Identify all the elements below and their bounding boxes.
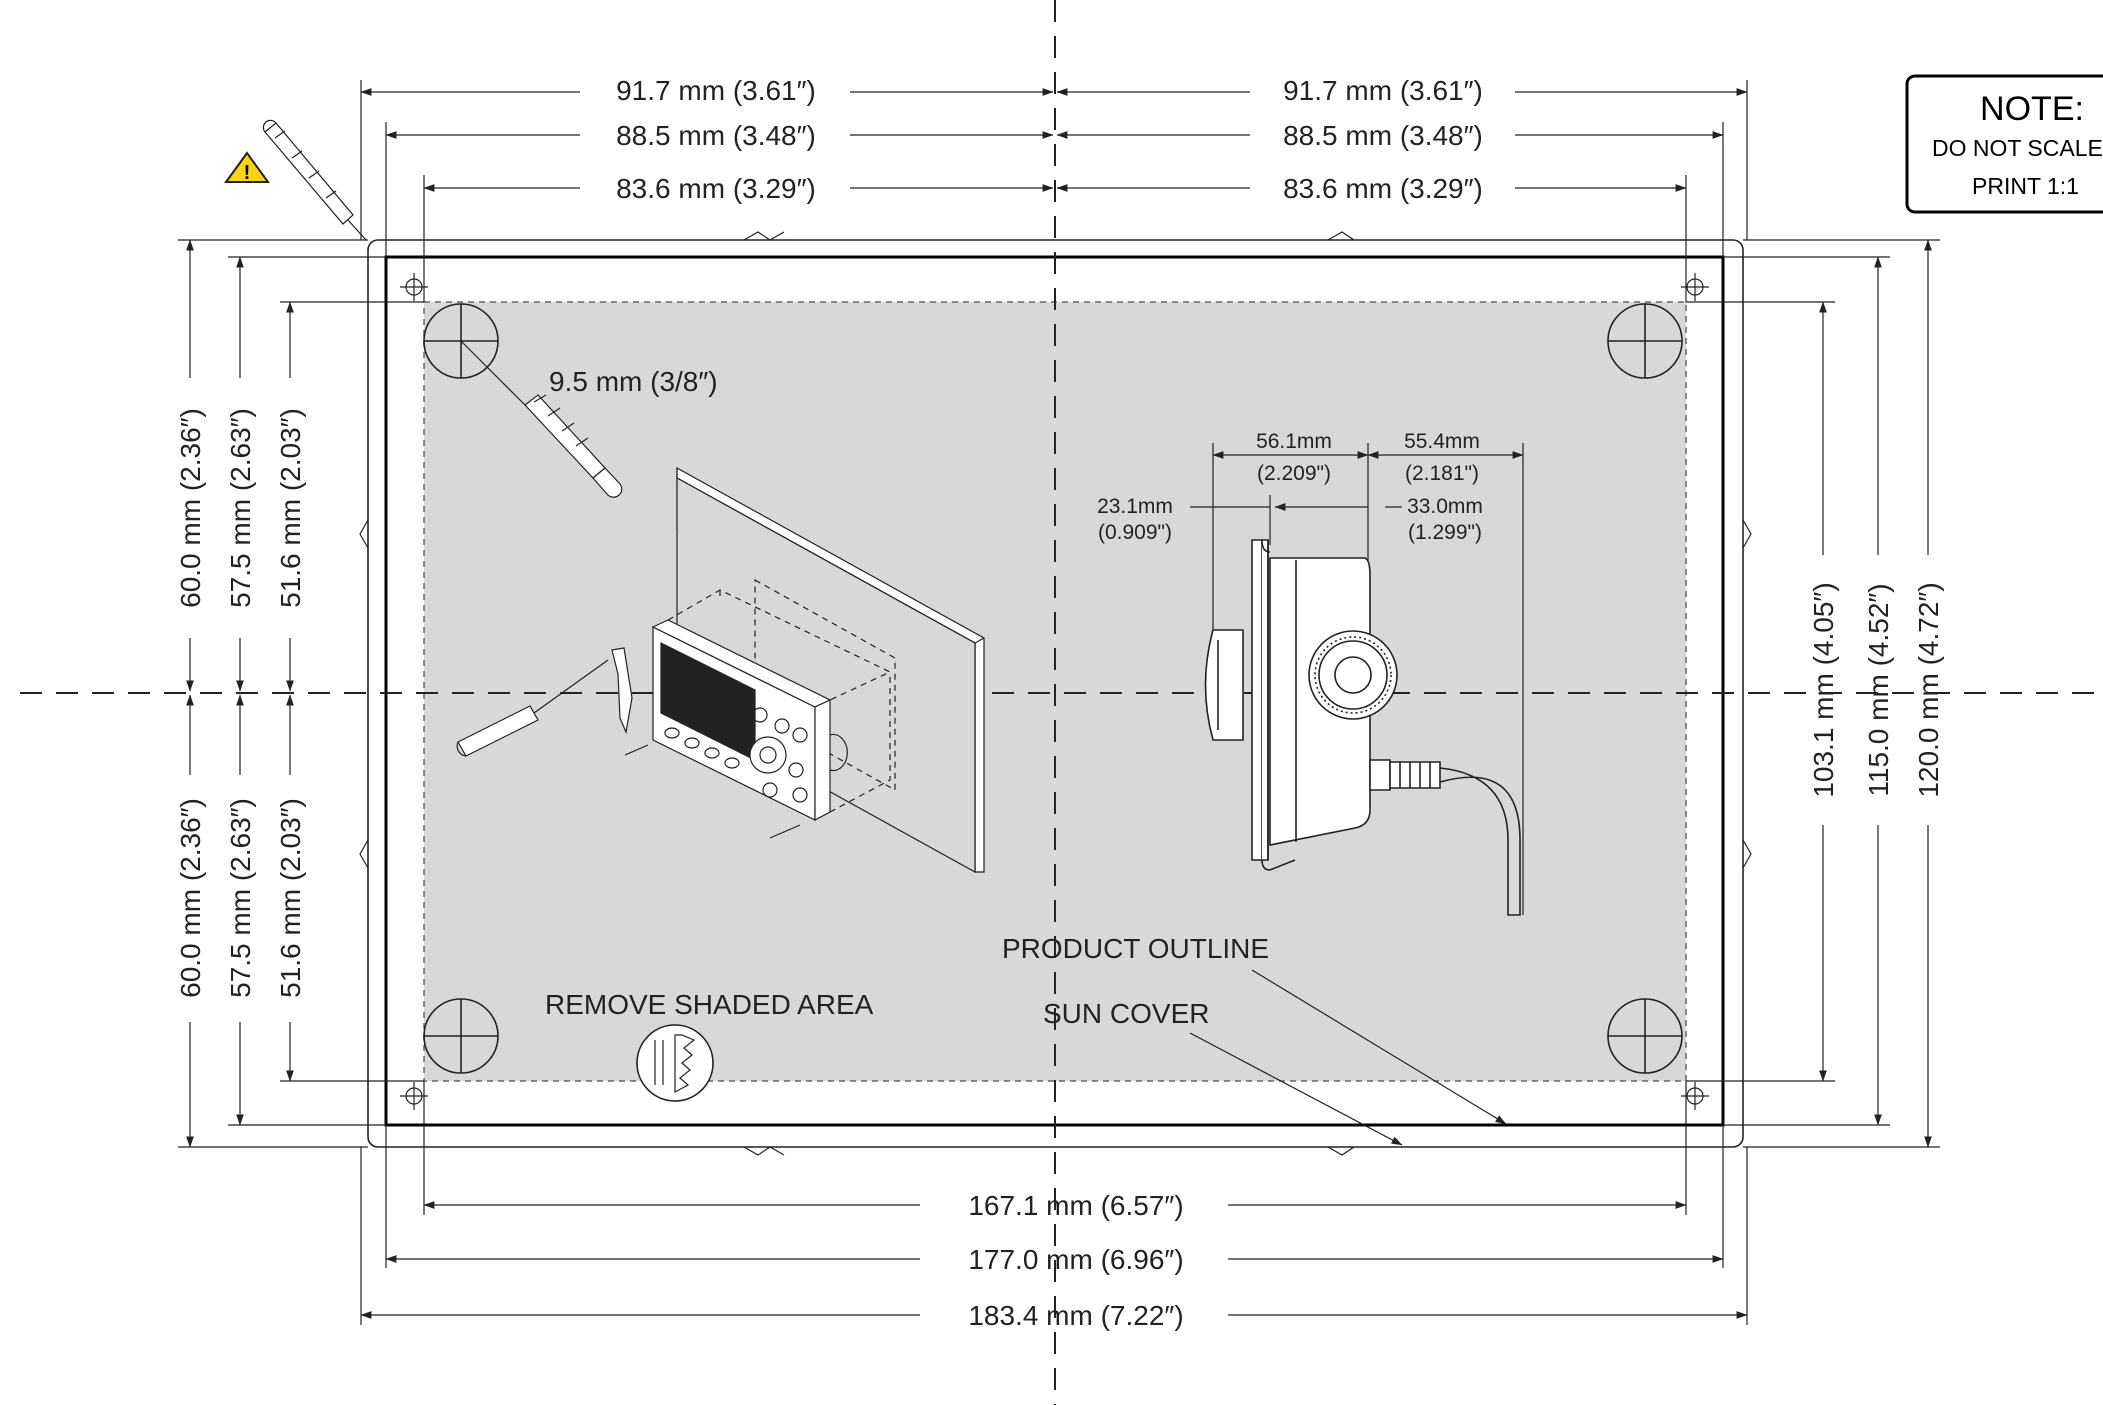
side-depth-a-in: (0.909")	[1098, 521, 1172, 544]
left-middle-lower-dim: 57.5 mm (2.63″)	[225, 798, 256, 998]
bottom-inner-dim: 167.1 mm (6.57″)	[968, 1190, 1183, 1221]
sun-cover-notches	[359, 231, 1752, 1156]
top-middle-left-dim: 88.5 mm (3.48″)	[616, 120, 816, 151]
jigsaw-icon	[636, 1024, 714, 1102]
side-depth-a: 23.1mm	[1097, 495, 1173, 518]
bottom-outer-dim: 183.4 mm (7.22″)	[968, 1300, 1183, 1331]
left-outer-lower-dim: 60.0 mm (2.36″)	[175, 798, 206, 998]
right-outer-dim: 120.0 mm (4.72″)	[1913, 582, 1944, 797]
drill-circle-top-right	[1607, 303, 1683, 379]
note-line-1: DO NOT SCALE	[1932, 135, 2103, 161]
screwdriver-icon	[456, 647, 633, 757]
right-inner-dim: 103.1 mm (4.05″)	[1808, 582, 1839, 797]
right-middle-dim: 115.0 mm (4.52″)	[1863, 583, 1894, 796]
note-title: NOTE:	[1980, 90, 2084, 128]
sun-cover-outline	[367, 239, 1744, 1148]
side-width-a-in: (2.209")	[1257, 462, 1331, 485]
note-line-2: PRINT 1:1	[1972, 173, 2079, 199]
sun-cover-label: SUN COVER	[1043, 998, 1209, 1029]
top-outer-right-dim: 91.7 mm (3.61″)	[1283, 75, 1483, 106]
mounting-screws	[624, 744, 801, 839]
top-dimension-lines	[360, 80, 1748, 302]
side-width-a: 56.1mm	[1256, 430, 1332, 453]
left-inner-upper-dim: 51.6 mm (2.03″)	[275, 408, 306, 608]
screw-hole-bottom-left	[400, 1082, 428, 1110]
product-outline-label: PRODUCT OUTLINE	[1002, 933, 1269, 964]
bottom-middle-dim: 177.0 mm (6.96″)	[968, 1244, 1183, 1275]
warning-icon: !	[224, 151, 270, 184]
screw-hole-top-left	[400, 273, 428, 301]
bottom-dimension-lines	[360, 1081, 1748, 1325]
top-middle-right-dim: 88.5 mm (3.48″)	[1283, 120, 1483, 151]
svg-text:!: !	[244, 162, 251, 184]
side-width-b: 55.4mm	[1404, 430, 1480, 453]
left-middle-upper-dim: 57.5 mm (2.63″)	[225, 408, 256, 608]
top-outer-left-dim: 91.7 mm (3.61″)	[616, 75, 816, 106]
drill-circle-bottom-right	[1607, 998, 1683, 1074]
screw-hole-bottom-right	[1681, 1082, 1709, 1110]
right-dimension-lines	[1686, 239, 1940, 1148]
side-view-illustration	[1204, 539, 1521, 916]
left-dimension-lines	[178, 239, 424, 1148]
display-unit-illustration	[651, 589, 892, 821]
top-inner-right-dim: 83.6 mm (3.29″)	[1283, 173, 1483, 204]
side-width-b-in: (2.181")	[1405, 462, 1479, 485]
sun-cover-leader	[1189, 1032, 1403, 1146]
product-outline-leader	[1251, 969, 1507, 1125]
left-outer-upper-dim: 60.0 mm (2.36″)	[175, 408, 206, 608]
side-depth-b: 33.0mm	[1407, 495, 1483, 518]
side-view-dimension-lines	[1190, 443, 1524, 915]
drill-circle-bottom-left	[423, 998, 499, 1074]
side-depth-b-in: (1.299")	[1408, 521, 1482, 544]
screw-hole-top-right	[1681, 273, 1709, 301]
note-box: NOTE: DO NOT SCALE PRINT 1:1	[1905, 74, 2103, 214]
top-inner-left-dim: 83.6 mm (3.29″)	[616, 173, 816, 204]
drill-bit-small-icon	[262, 119, 367, 241]
drill-bit-icon	[460, 340, 623, 498]
drill-size-label: 9.5 mm (3/8″)	[549, 366, 718, 397]
remove-shaded-area-label: REMOVE SHADED AREA	[545, 989, 874, 1020]
left-inner-lower-dim: 51.6 mm (2.03″)	[275, 798, 306, 998]
